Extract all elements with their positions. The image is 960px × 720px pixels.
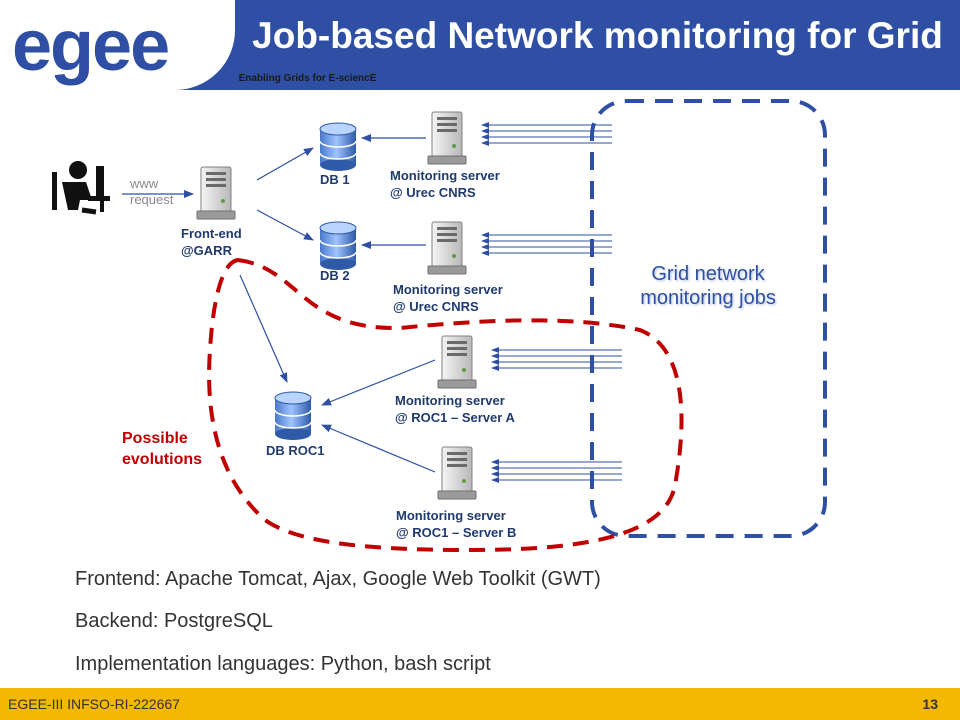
frontend-db2-arrow — [256, 209, 314, 241]
grid-jobs-box — [590, 99, 827, 538]
database-icon — [319, 122, 357, 172]
grid-jobs-label: Grid network monitoring jobs — [640, 263, 776, 309]
database-icon — [274, 391, 312, 441]
monitoring-server-label: Monitoring server @ ROC1 – Server A — [395, 393, 515, 425]
network-diagram — [52, 99, 827, 553]
monitoring-server-icon — [427, 221, 467, 275]
footer-bar: EGEE-III INFSO-RI-222667 13 — [0, 688, 960, 720]
page-number: 13 — [922, 696, 938, 712]
monitoring-server-icon — [437, 335, 477, 389]
monitoring-server-label: Monitoring server @ Urec CNRS — [390, 168, 500, 200]
www-request-label: www request — [130, 176, 174, 207]
logo-panel: egee — [0, 0, 235, 90]
egee-logo: egee — [12, 6, 170, 86]
frontend-label: Front-end @GARR — [181, 226, 242, 258]
monitoring-server-icon — [437, 446, 477, 500]
page-subtitle: Enabling Grids for E-sciencE — [238, 73, 377, 84]
db2-label: DB 2 — [320, 268, 350, 283]
bullet-languages: Implementation languages: Python, bash s… — [75, 653, 491, 675]
frontend-dbroc1-arrow — [239, 274, 288, 383]
frontend-db1-arrow — [256, 147, 314, 181]
job-arrowheads — [481, 122, 499, 483]
bullet-backend: Backend: PostgreSQL — [75, 610, 273, 632]
frontend-server-icon — [196, 166, 236, 220]
page-title: Job-based Network monitoring for Grid — [252, 15, 943, 56]
possible-evolutions-label: Possible evolutions — [122, 430, 203, 468]
possible-evolutions-outline — [207, 257, 684, 553]
bullet-frontend: Frontend: Apache Tomcat, Ajax, Google We… — [75, 568, 601, 590]
serverB-dbroc1-arrow — [321, 424, 436, 473]
database-icon — [319, 221, 357, 271]
footer-project-id: EGEE-III INFSO-RI-222667 — [8, 696, 180, 712]
dbroc1-label: DB ROC1 — [266, 443, 325, 458]
user-computer-icon — [52, 161, 110, 215]
monitoring-server-label: Monitoring server @ ROC1 – Server B — [396, 508, 517, 540]
monitoring-server-icon — [427, 111, 467, 165]
db1-label: DB 1 — [320, 172, 350, 187]
serverA-dbroc1-arrow — [321, 359, 436, 406]
logo-text: egee — [12, 6, 168, 86]
monitoring-server-label: Monitoring server @ Urec CNRS — [393, 282, 503, 314]
